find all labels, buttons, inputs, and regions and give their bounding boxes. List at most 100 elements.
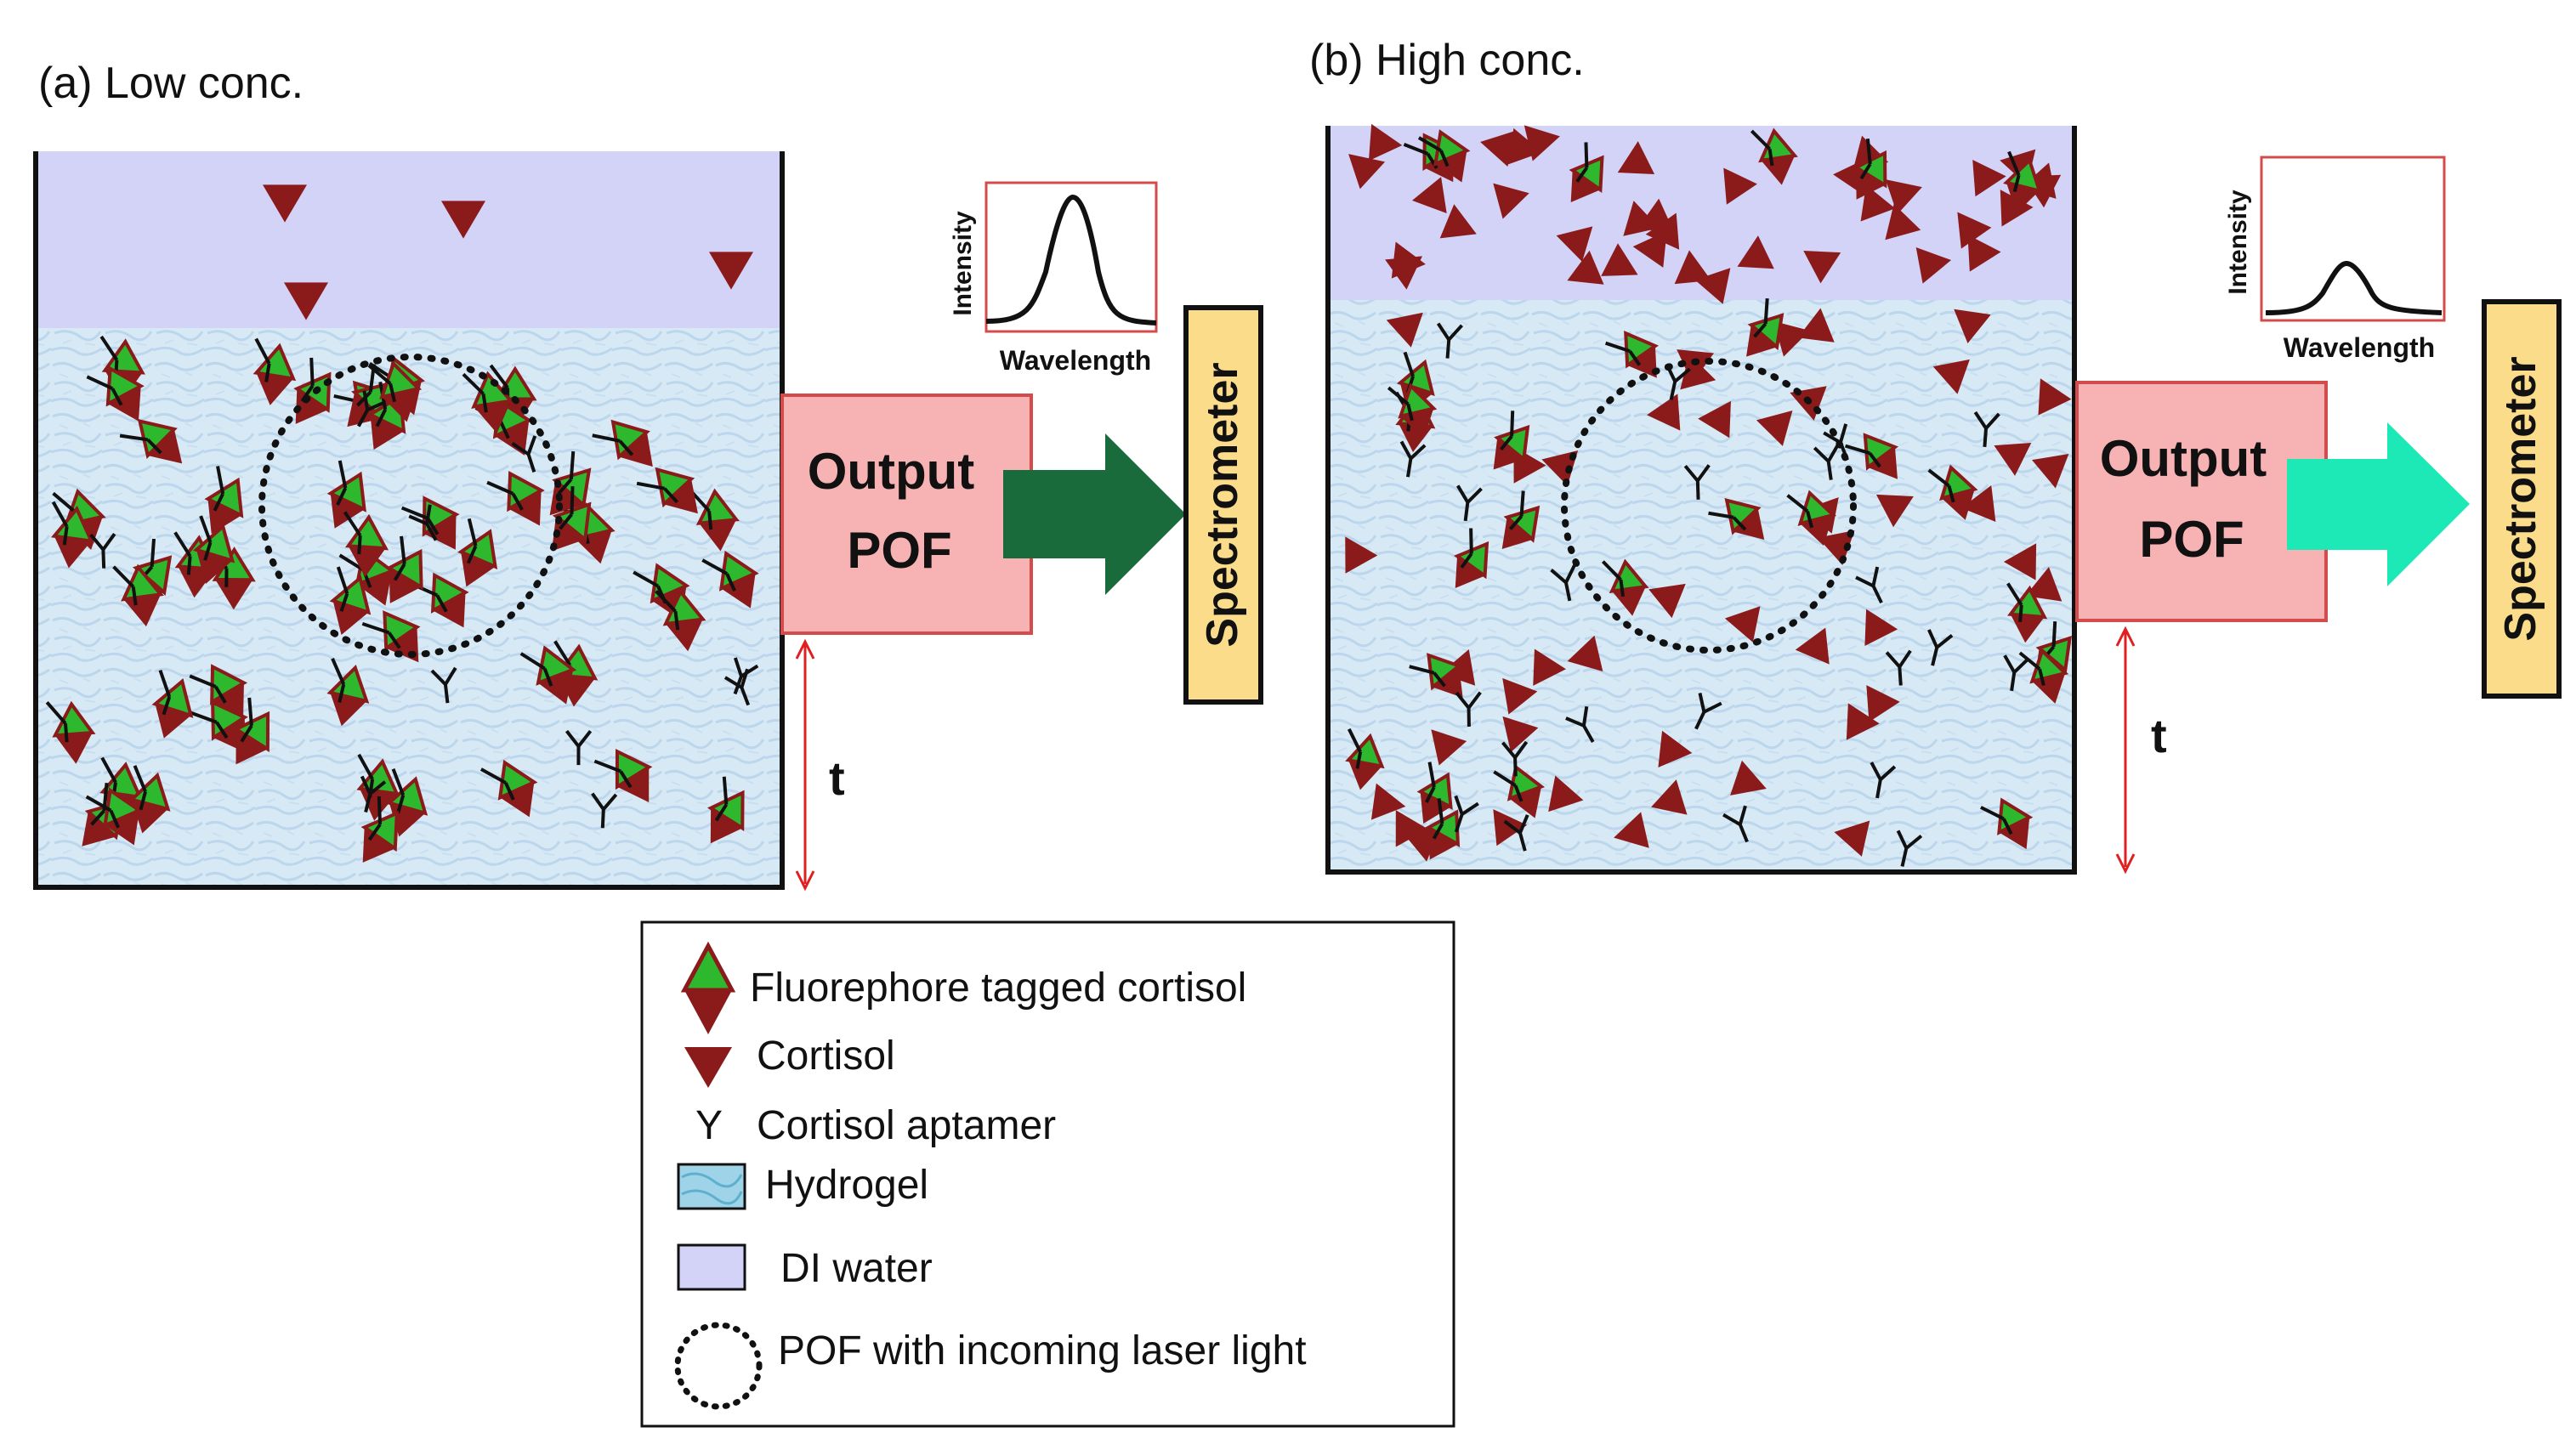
cortisol-molecule xyxy=(2025,567,2063,602)
cortisol-molecule xyxy=(1632,230,1667,268)
aptamer-molecule xyxy=(1501,740,1529,777)
tagged-cortisol-molecule xyxy=(1493,764,1546,818)
cortisol-molecule xyxy=(1846,703,1880,740)
cortisol-molecule xyxy=(1648,583,1686,619)
cortisol-molecule xyxy=(1647,394,1681,431)
legend-label-di-water: DI water xyxy=(780,1246,933,1291)
aptamer-molecule xyxy=(1722,805,1749,843)
cortisol-molecule xyxy=(263,184,307,223)
tagged-cortisol-icon xyxy=(680,941,736,1034)
cortisol-molecule xyxy=(1680,354,1716,390)
cortisol-molecule xyxy=(1567,250,1604,285)
plot-ylabel-b: Intensity xyxy=(2224,190,2252,295)
cortisol-molecule xyxy=(1994,442,2032,476)
aptamer-molecule xyxy=(1455,691,1482,727)
cortisol-molecule xyxy=(1502,716,1539,753)
output-pof-label-line2-a: POF xyxy=(847,522,951,579)
tagged-cortisol-molecule xyxy=(112,563,164,627)
legend-label-pof: POF with incoming laser light xyxy=(778,1328,1307,1373)
tagged-cortisol-molecule xyxy=(1501,490,1540,549)
cortisol-molecule xyxy=(1617,141,1655,174)
aptamer-molecule xyxy=(1885,649,1912,686)
aptamer-molecule xyxy=(1565,705,1595,743)
legend-label-cortisol: Cortisol xyxy=(757,1033,895,1079)
tagged-cortisol-molecule xyxy=(1844,433,1899,479)
tagged-cortisol-molecule xyxy=(85,787,143,846)
tagged-cortisol-molecule xyxy=(593,748,653,802)
tagged-cortisol-molecule xyxy=(552,486,592,552)
cortisol-molecule xyxy=(1480,130,1517,167)
aptamer-molecule xyxy=(1896,830,1923,867)
cortisol-molecule xyxy=(1756,411,1793,446)
tagged-cortisol-molecule xyxy=(1416,762,1453,824)
aptamer-molecule xyxy=(511,435,537,473)
pof-circle-a xyxy=(258,354,563,658)
aptamer-molecule xyxy=(1436,322,1464,359)
cortisol-molecule xyxy=(1431,729,1467,766)
tagged-cortisol-molecule xyxy=(1409,653,1463,698)
tagged-cortisol-molecule xyxy=(189,664,248,718)
cortisol-molecule xyxy=(1797,308,1835,343)
cortisol-molecule xyxy=(1385,256,1422,290)
aptamer-molecule xyxy=(2003,654,2030,692)
tagged-cortisol-molecule xyxy=(655,588,706,652)
tagged-cortisol-molecule xyxy=(343,511,389,577)
pof-circle-icon xyxy=(674,1322,763,1410)
cortisol-molecule xyxy=(709,252,753,290)
cortisol-molecule xyxy=(1523,125,1560,161)
molecules-a xyxy=(45,184,759,863)
tagged-cortisol-molecule xyxy=(2018,648,2069,704)
spectrum-curve-a xyxy=(985,194,1157,326)
aptamer-molecule xyxy=(1927,629,1954,666)
cortisol-molecule xyxy=(1724,606,1761,643)
plot-xlabel-b: Wavelength xyxy=(2284,332,2435,363)
tagged-cortisol-molecule xyxy=(2006,582,2048,643)
aptamer-molecule xyxy=(591,792,618,829)
cortisol-molecule xyxy=(441,201,485,239)
tagged-cortisol-molecule xyxy=(479,759,538,818)
aptamer-molecule xyxy=(565,729,593,766)
cortisol-molecule xyxy=(1412,177,1447,213)
cortisol-icon xyxy=(684,1047,732,1088)
molecules-b xyxy=(1345,123,2072,867)
aptamer-molecule xyxy=(1503,814,1529,852)
cortisol-molecule xyxy=(1803,251,1841,284)
cortisol-molecule xyxy=(1645,212,1680,250)
signal-arrow-b xyxy=(2287,422,2470,586)
signal-arrow-a xyxy=(1003,433,1186,595)
cortisol-molecule xyxy=(1567,635,1603,671)
tagged-cortisol-molecule xyxy=(360,796,399,863)
cortisol-molecule xyxy=(1439,204,1477,239)
tagged-cortisol-molecule xyxy=(86,365,145,422)
cortisol-molecule xyxy=(1345,536,1378,574)
spectrum-plot-a xyxy=(984,181,1158,333)
cortisol-molecule xyxy=(1556,226,1593,263)
tagged-cortisol-molecule xyxy=(519,645,577,705)
legend-box xyxy=(640,920,1455,1428)
tagged-cortisol-molecule xyxy=(1387,382,1438,439)
output-pof-label-line2-b: POF xyxy=(2139,511,2244,568)
aptamer-molecule xyxy=(1694,693,1722,730)
tagged-cortisol-molecule xyxy=(1746,297,1784,357)
cortisol-molecule xyxy=(1723,167,1757,205)
panel-high-concentration: (b) High conc. Output POF Spectrometer I… xyxy=(1309,36,2562,875)
cortisol-molecule xyxy=(1875,494,1914,528)
panel-b-caption: (b) High conc. xyxy=(1309,36,1585,85)
tagged-cortisol-molecule xyxy=(1750,127,1798,185)
cortisol-molecule xyxy=(1493,809,1528,847)
tagged-cortisol-molecule xyxy=(689,488,740,552)
cortisol-molecule xyxy=(1860,184,1896,222)
cortisol-molecule xyxy=(1972,160,2006,197)
cortisol-molecule xyxy=(1493,183,1529,219)
tagged-cortisol-molecule xyxy=(50,501,94,569)
cortisol-molecule xyxy=(1737,235,1774,269)
cortisol-molecule xyxy=(1864,609,1898,647)
panel-a-caption: (a) Low conc. xyxy=(38,59,304,108)
tagged-cortisol-molecule xyxy=(701,550,759,609)
cortisol-molecule xyxy=(1698,400,1731,439)
cortisol-molecule xyxy=(1866,685,1900,722)
tagged-cortisol-molecule xyxy=(385,535,423,603)
aptamer-molecule xyxy=(89,533,116,569)
tagged-cortisol-molecule xyxy=(1927,464,1978,520)
tagged-cortisol-molecule xyxy=(1853,138,1887,200)
